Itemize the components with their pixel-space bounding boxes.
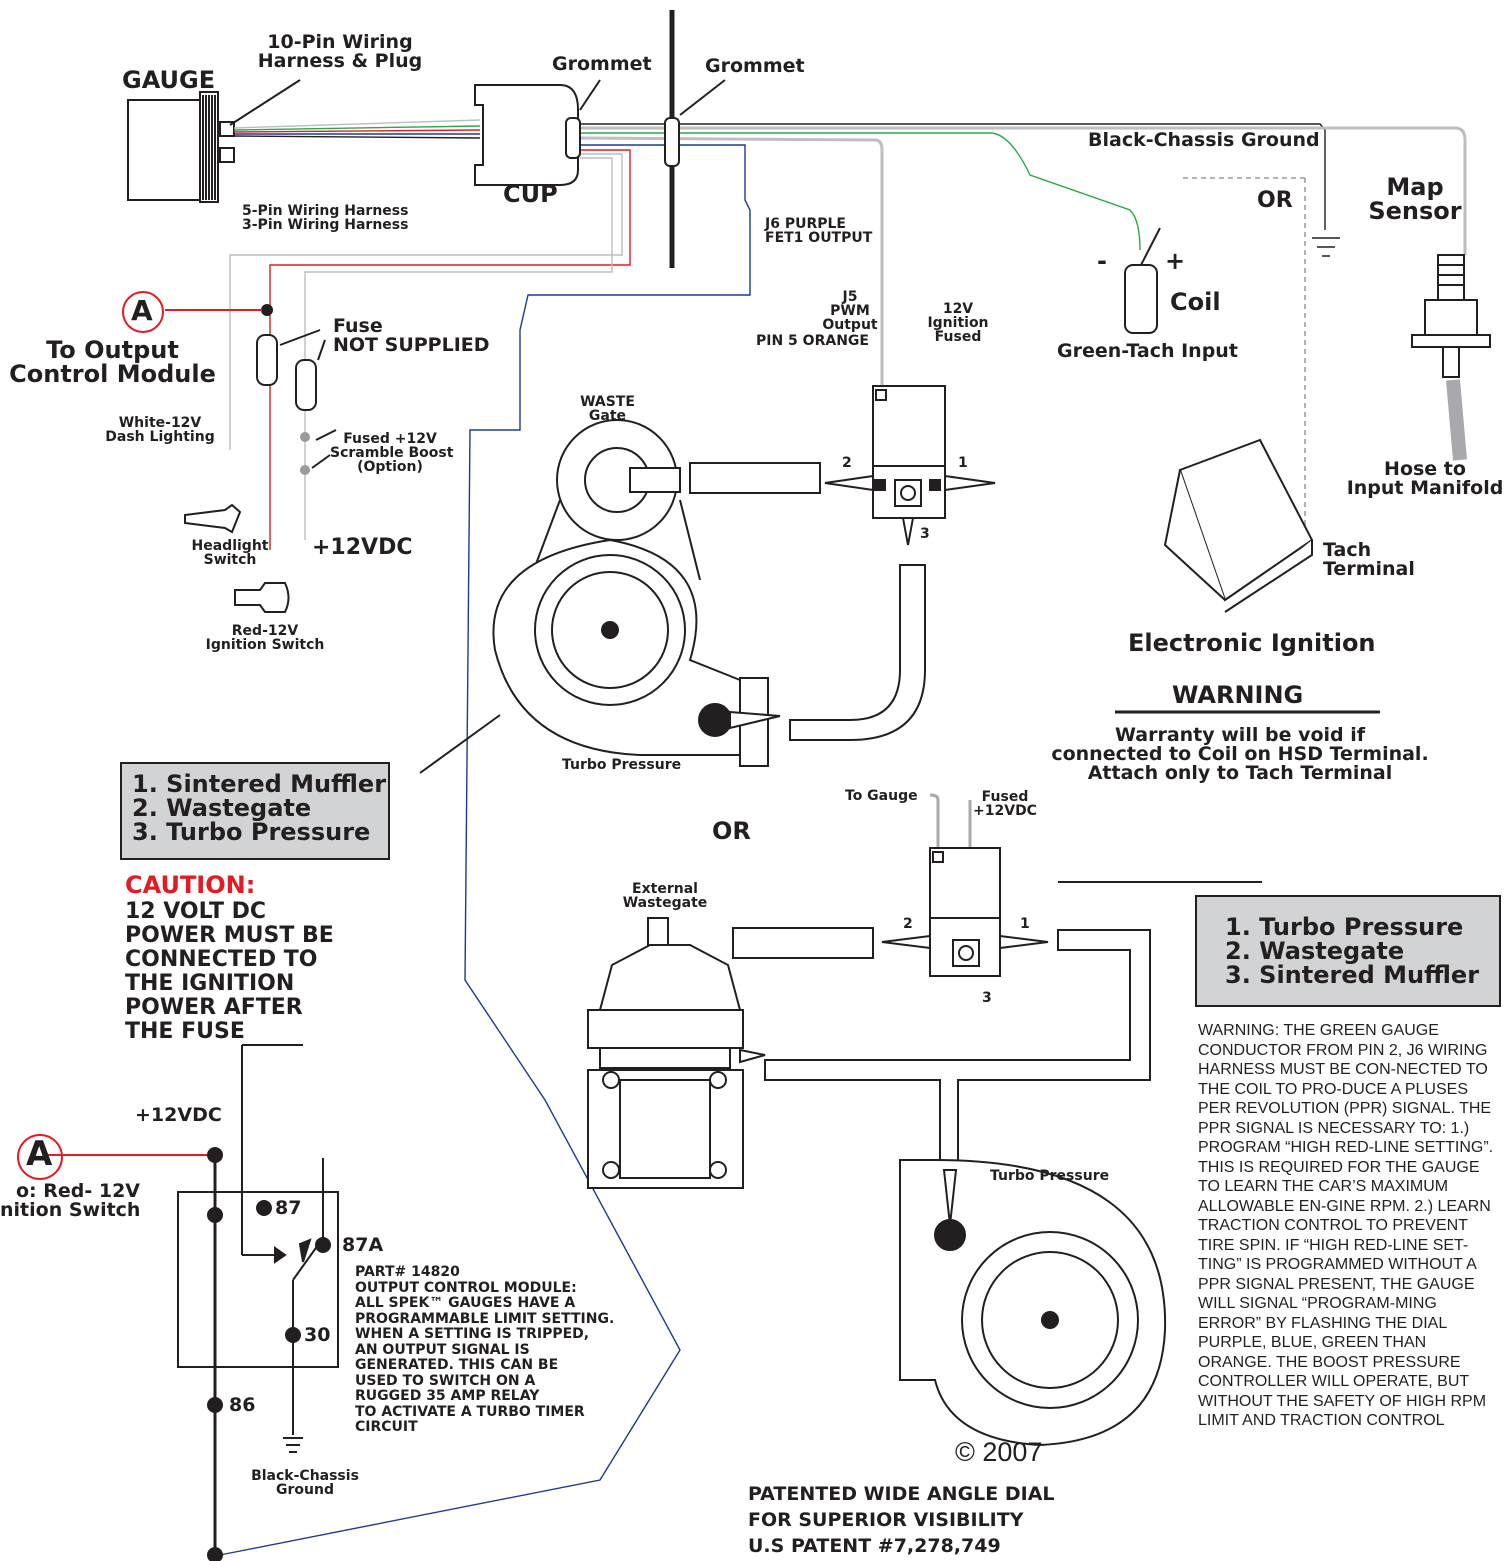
vdc-left-label: +12VDC (312, 535, 413, 560)
headlight-label: Headlight Switch (191, 538, 269, 568)
legend-box-right: 1. Turbo Pressure 2. Wastegate 3. Sinter… (1195, 895, 1501, 1007)
or-label-top: OR (1257, 188, 1293, 213)
marker-a-bottom: A (26, 1134, 53, 1174)
turbo-pressure-bottom-label: Turbo Pressure (990, 1168, 1110, 1184)
turbo-pressure-top-label: Turbo Pressure (562, 757, 682, 773)
relay-part-text: PART# 14820 OUTPUT CONTROL MODULE: ALL S… (355, 1264, 615, 1435)
left-components (122, 291, 337, 613)
black-chassis-ground-label: Black-Chassis Ground (1088, 129, 1320, 151)
ignition-12v-label: 12V Ignition Fused (927, 301, 989, 345)
relay-module (17, 1044, 339, 1561)
relay-vdc-label: +12VDC (135, 1104, 222, 1126)
patent-label: PATENTED WIDE ANGLE DIAL FOR SUPERIOR VI… (748, 1483, 1055, 1557)
grommet-label-1: Grommet (552, 53, 652, 75)
relay-pin-87a: 87A (342, 1234, 384, 1256)
electronic-ignition-label: Electronic Ignition (1128, 629, 1376, 657)
external-wastegate-label: External Wastegate (622, 881, 708, 911)
relay-pin-30: 30 (304, 1324, 331, 1346)
legend-right-1: 1. Turbo Pressure (1225, 913, 1464, 941)
fused-scramble-label: Fused +12V Scramble Boost (Option) (330, 431, 454, 475)
to-gauge-label: To Gauge (845, 788, 918, 804)
ppr-warning-text: WARNING: THE GREEN GAUGE CONDUCTOR FROM … (1198, 1022, 1494, 1429)
gauge-title: GAUGE (122, 66, 216, 94)
grommet-label-2: Grommet (705, 55, 805, 77)
to-output-label: To Output Control Module (9, 336, 216, 388)
waste-gate-label: WASTE Gate (580, 394, 635, 424)
external-wastegate (587, 917, 766, 1189)
coil-minus: - (1097, 247, 1107, 275)
pin5-orange-label: PIN 5 ORANGE (756, 333, 869, 349)
legend-right-3: 3. Sintered Muffler (1225, 961, 1480, 989)
hose-label: Hose to Input Manifold (1346, 458, 1504, 499)
or-label-mid: OR (712, 817, 751, 845)
map-sensor (1411, 254, 1491, 461)
tach-terminal-label: Tach Terminal (1323, 539, 1415, 580)
ground-symbol-top (1312, 237, 1340, 257)
map-sensor-label: Map Sensor (1368, 173, 1462, 225)
legend-box-left: 1. Sintered Muffler 2. Wastegate 3. Turb… (120, 762, 390, 860)
marker-a-top: A (131, 294, 153, 327)
green-tach-label: Green-Tach Input (1057, 340, 1238, 362)
coil-label: Coil (1170, 288, 1221, 316)
top-port-2: 2 (842, 455, 852, 471)
relay-pin-87: 87 (275, 1197, 302, 1219)
warning-title: WARNING (1172, 681, 1304, 709)
bottom-port-1: 1 (1020, 916, 1030, 932)
harness-10-label: 10-Pin Wiring Harness & Plug (257, 31, 423, 72)
relay-ground-label: Black-Chassis Ground (251, 1468, 359, 1498)
caution-title: CAUTION: (125, 871, 256, 899)
white-dash-label: White-12V Dash Lighting (105, 415, 215, 445)
top-port-1: 1 (958, 455, 968, 471)
top-port-3: 3 (920, 526, 930, 542)
legend-right-2: 2. Wastegate (1225, 937, 1405, 965)
relay-red-ign-label: o: Red- 12V nition Switch (0, 1180, 141, 1221)
legend-left-2: 2. Wastegate (132, 794, 312, 822)
red-ign-label: Red-12V Ignition Switch (205, 623, 325, 653)
legend-left-3: 3. Turbo Pressure (132, 818, 371, 846)
turbo-top (492, 419, 781, 767)
copyright-label: © 2007 (955, 1437, 1043, 1467)
bottom-port-3: 3 (982, 990, 992, 1006)
solenoid-bottom (732, 793, 1151, 1169)
ignition-box (1115, 438, 1380, 714)
relay-pin-86: 86 (229, 1394, 256, 1416)
legend-left-1: 1. Sintered Muffler (132, 770, 387, 798)
cup-body (229, 79, 726, 186)
fuse-label: Fuse NOT SUPPLIED (333, 315, 490, 356)
caution-text: 12 VOLT DC POWER MUST BE CONNECTED TO TH… (125, 899, 334, 1044)
solenoid-top (689, 385, 996, 741)
dashed-tach-wire (1180, 177, 1306, 540)
j6-purple-label: J6 PURPLE FET1 OUTPUT (765, 216, 873, 246)
j5-pwm-label: J5 PWM Output (822, 289, 878, 333)
cup-label: CUP (503, 180, 558, 208)
coil-plus: + (1165, 247, 1186, 275)
coil-body (1124, 227, 1161, 334)
harness-5-3-label: 5-Pin Wiring Harness 3-Pin Wiring Harnes… (242, 203, 409, 233)
bottom-port-2: 2 (903, 916, 913, 932)
warning-box-text: Warranty will be void if connected to Co… (1051, 724, 1429, 784)
turbo-bottom (899, 1159, 1167, 1447)
gauge-body (127, 91, 235, 203)
fused-12vdc-label: Fused +12VDC (973, 789, 1037, 819)
